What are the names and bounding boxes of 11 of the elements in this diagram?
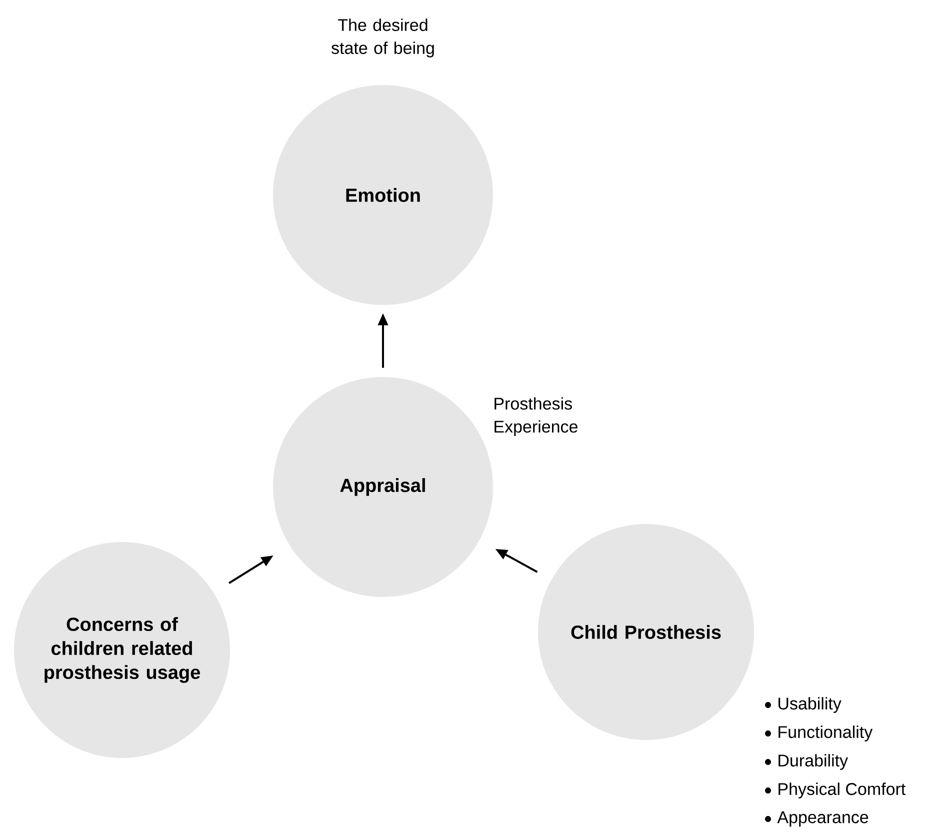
- bullet-item: Appearance: [765, 811, 868, 827]
- bullet-item: Durability: [765, 754, 848, 770]
- annotation-text: The desired state of being: [332, 18, 434, 58]
- bullet-item: Functionality: [765, 726, 873, 742]
- circle-node: Emotion: [273, 85, 493, 305]
- circle-node: Concerns of children related prosthesis usage: [14, 542, 230, 758]
- bullet-item: Usability: [765, 697, 842, 713]
- circle-node: Child Prosthesis: [538, 524, 754, 740]
- annotation-text: Prosthesis Experience: [494, 397, 578, 436]
- circle-node: Appraisal: [273, 377, 493, 597]
- bullet-item: Physical Comfort: [765, 782, 906, 798]
